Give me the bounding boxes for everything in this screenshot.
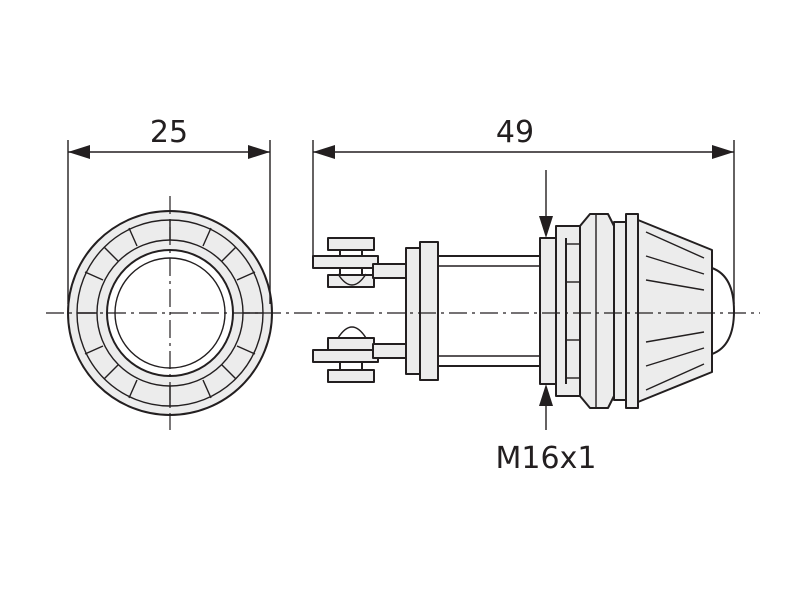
cap-ribs [645, 231, 705, 391]
dimension-label-thread: M16x1 [496, 441, 597, 476]
dimension-length: 49 [312, 115, 735, 304]
terminal-bottom [312, 326, 379, 383]
side-view [46, 213, 760, 409]
dimension-label-diameter: 25 [150, 115, 188, 150]
nut-slots [566, 243, 580, 379]
dimension-label-length: 49 [496, 115, 534, 150]
dimension-thread: M16x1 [496, 170, 597, 476]
dimension-diameter: 25 [67, 115, 271, 304]
terminal-top [312, 237, 379, 288]
